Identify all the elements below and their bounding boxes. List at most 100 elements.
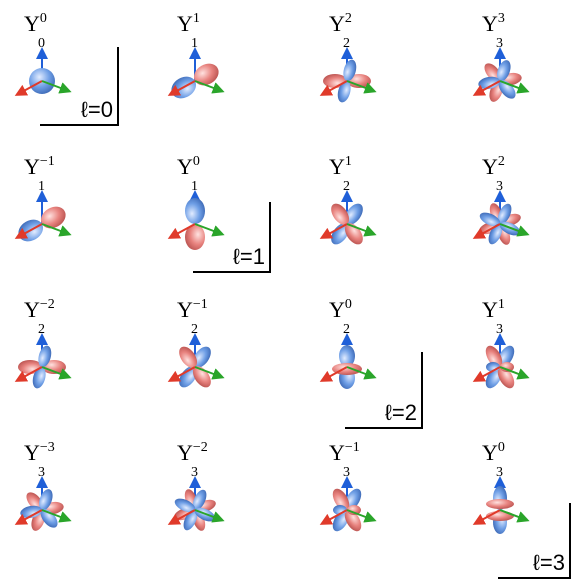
harmonic-order: 0 <box>345 297 352 312</box>
degree-marker: ℓ=1 <box>193 202 271 273</box>
harmonic-label: Y1 <box>482 297 505 322</box>
harmonic-order: 0 <box>40 11 47 26</box>
harmonic-label: Y1 <box>329 154 352 179</box>
negative-lobe <box>185 198 205 224</box>
harmonic-cell: Y−12 <box>167 297 225 388</box>
negative-lobe <box>497 60 511 82</box>
harmonic-symbol: Y <box>329 440 345 465</box>
harmonic-symbol: Y <box>177 154 193 179</box>
harmonic-order: 0 <box>193 154 200 169</box>
negative-lobe <box>343 59 357 82</box>
negative-lobe <box>497 203 512 225</box>
harmonic-degree: 0 <box>38 36 45 51</box>
negative-lobe <box>337 80 351 103</box>
x-axis-arrow <box>167 509 196 525</box>
x-axis-arrow <box>472 366 501 382</box>
harmonic-degree: 3 <box>38 465 45 480</box>
positive-lobe <box>179 346 198 368</box>
y-axis-arrow <box>41 80 72 94</box>
positive-lobe <box>40 206 66 229</box>
torus-lobe <box>486 499 514 509</box>
harmonic-label: Y0 <box>24 11 47 36</box>
harmonic-symbol: Y <box>482 440 498 465</box>
orbital-glyph <box>472 190 530 245</box>
harmonic-order: −2 <box>40 297 55 312</box>
harmonic-degree: 3 <box>496 179 503 194</box>
harmonic-degree: 1 <box>191 36 198 51</box>
harmonic-label: Y−3 <box>24 440 55 465</box>
harmonic-order: 1 <box>193 11 200 26</box>
harmonic-degree: 2 <box>343 322 350 337</box>
x-axis-arrow <box>14 223 43 239</box>
x-axis-arrow <box>472 223 501 239</box>
y-axis-arrow <box>346 366 377 380</box>
y-axis-arrow <box>194 223 225 237</box>
harmonic-order: 2 <box>345 11 352 26</box>
orbital-glyph <box>319 190 377 245</box>
harmonic-degree: 2 <box>38 322 45 337</box>
orbital-glyph <box>319 333 377 389</box>
negative-lobe <box>32 366 46 389</box>
positive-lobe <box>485 345 503 368</box>
degree-marker: ℓ=3 <box>498 503 571 579</box>
orbital-glyph <box>319 476 377 532</box>
degree-marker-label: ℓ=0 <box>81 97 113 122</box>
orbital-glyph <box>472 333 530 389</box>
degree-marker-bracket <box>40 47 119 126</box>
harmonic-degree: 3 <box>343 465 350 480</box>
negative-lobe <box>38 345 52 368</box>
y-axis-arrow <box>41 223 72 237</box>
y-axis-arrow <box>194 366 225 380</box>
orbital-glyph <box>472 476 530 534</box>
x-axis-arrow <box>472 509 501 525</box>
harmonic-degree: 2 <box>343 36 350 51</box>
negative-lobe <box>40 509 58 528</box>
negative-lobe <box>479 212 501 227</box>
orbital-glyph <box>167 333 225 388</box>
degree-marker-label: ℓ=1 <box>233 244 265 269</box>
harmonic-degree: 2 <box>191 322 198 337</box>
harmonic-symbol: Y <box>24 297 40 322</box>
degree-marker-label: ℓ=2 <box>385 400 417 425</box>
positive-lobe <box>332 488 350 511</box>
x-axis-arrow <box>319 223 348 239</box>
harmonic-cell: Y11 <box>167 11 225 99</box>
harmonic-order: 1 <box>345 154 352 169</box>
positive-lobe <box>185 224 205 250</box>
positive-lobe <box>484 63 502 82</box>
x-axis-arrow <box>14 509 43 525</box>
x-axis-arrow <box>472 80 501 96</box>
y-axis-arrow <box>499 509 530 523</box>
negative-lobe <box>192 346 211 368</box>
orbital-glyph <box>472 47 530 102</box>
harmonic-cell: Y01 <box>167 154 225 250</box>
harmonic-order: 0 <box>498 440 505 455</box>
harmonic-cell: Y−11 <box>14 154 72 242</box>
x-axis-arrow <box>167 223 196 239</box>
negative-lobe <box>339 345 355 367</box>
harmonic-label: Y0 <box>329 297 352 322</box>
positive-lobe <box>500 362 514 372</box>
negative-lobe <box>179 366 198 388</box>
harmonic-cell: Y02 <box>319 297 377 389</box>
harmonic-symbol: Y <box>482 11 498 36</box>
positive-lobe <box>497 366 515 389</box>
harmonic-label: Y2 <box>482 154 505 179</box>
x-axis-arrow <box>319 80 348 96</box>
orbital-glyph <box>14 190 72 242</box>
degree-marker-bracket <box>345 352 423 429</box>
harmonic-order: −1 <box>345 440 360 455</box>
harmonic-degree: 3 <box>496 465 503 480</box>
harmonic-cell: Y−33 <box>14 440 72 531</box>
harmonic-degree: 3 <box>191 465 198 480</box>
x-axis-arrow <box>167 80 196 96</box>
degree-marker: ℓ=2 <box>345 352 423 429</box>
y-axis-arrow <box>41 366 72 380</box>
y-axis-arrow <box>346 223 377 237</box>
y-axis-arrow <box>194 509 225 523</box>
harmonic-symbol: Y <box>24 154 40 179</box>
harmonic-order: 2 <box>498 154 505 169</box>
harmonic-label: Y2 <box>329 11 352 36</box>
harmonic-degree: 3 <box>496 322 503 337</box>
